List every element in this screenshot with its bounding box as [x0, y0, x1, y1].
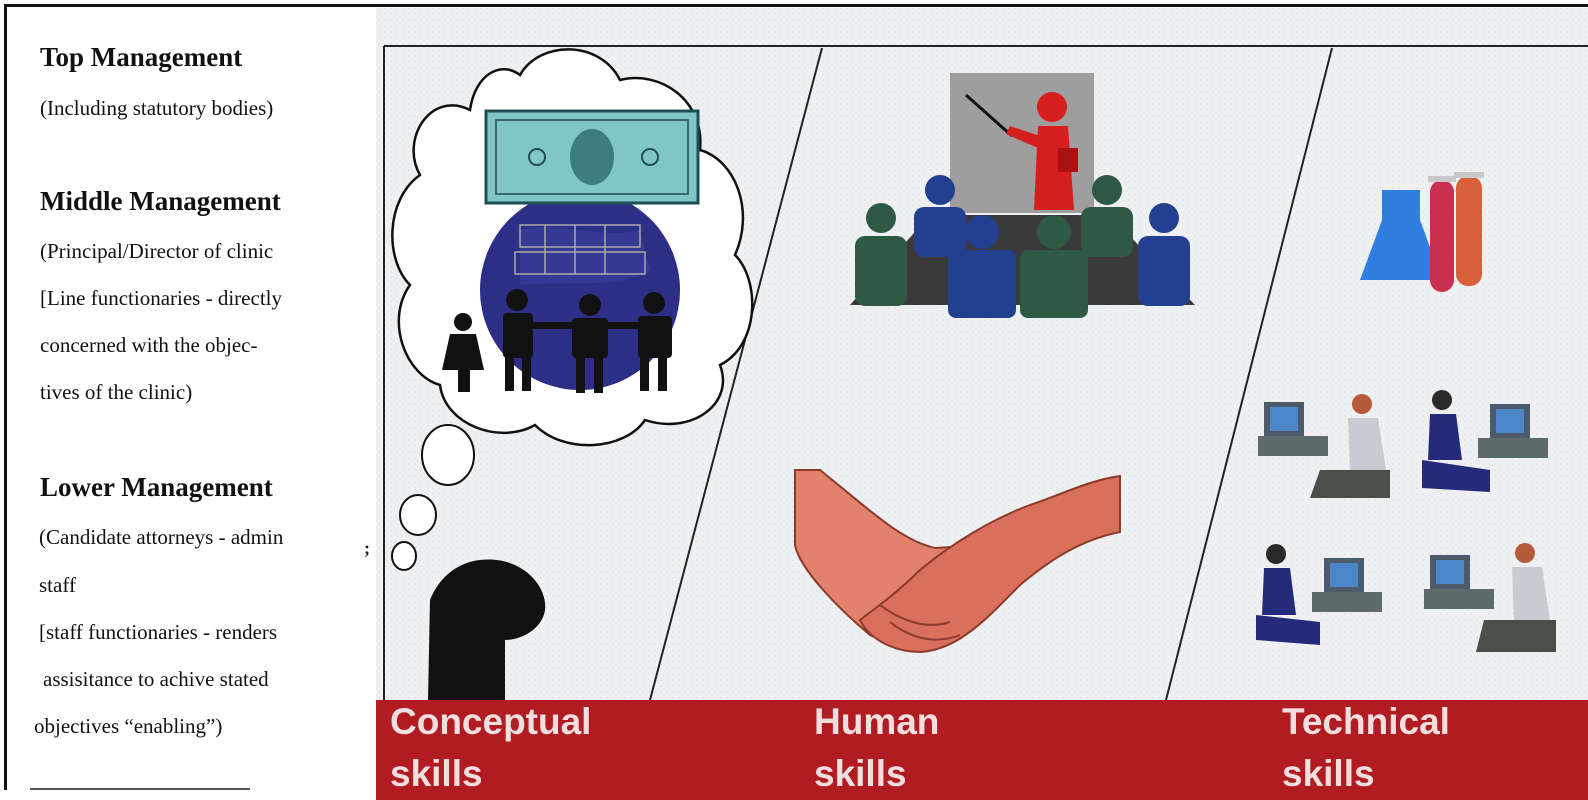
- meeting-icon: [850, 175, 1195, 318]
- middle-management-line-2: [Line functionaries - directly: [40, 286, 282, 310]
- technical-label-1: Technical: [1282, 701, 1450, 742]
- middle-management-title: Middle Management: [40, 186, 281, 216]
- conceptual-label-1: Conceptual: [390, 701, 591, 742]
- technical-label-2: skills: [1282, 753, 1375, 794]
- lower-management-line-1: (Candidate attorneys - admin: [39, 525, 284, 549]
- top-management-desc: (Including statutory bodies): [40, 96, 274, 120]
- stray-mark: ;: [364, 538, 370, 558]
- lower-management-line-3: [staff functionaries - renders: [39, 620, 278, 644]
- bottom-rule: [30, 788, 250, 790]
- computer-workers-icon: [1256, 390, 1556, 652]
- human-label-2: skills: [814, 753, 907, 794]
- lower-management-line-5: objectives “enabling”): [34, 714, 223, 738]
- presenter-icon: [950, 73, 1094, 213]
- middle-management-line-3: concerned with the objec-: [40, 333, 258, 357]
- management-levels-panel: Top Management (Including statutory bodi…: [12, 28, 364, 788]
- conceptual-label-2: skills: [390, 753, 483, 794]
- top-management-title: Top Management: [40, 42, 243, 72]
- lower-management-line-4: assisitance to achive stated: [43, 667, 269, 691]
- human-label-1: Human: [814, 701, 939, 742]
- lab-flask-icon: [1360, 172, 1484, 292]
- family-icon: [442, 289, 672, 393]
- skills-banner: [376, 700, 1588, 800]
- divider-1: [649, 47, 823, 701]
- divider-2: [1165, 47, 1333, 701]
- lower-management-line-2: staff: [39, 573, 76, 597]
- thinker-icon: [428, 559, 546, 700]
- lower-management-title: Lower Management: [40, 472, 273, 502]
- middle-management-line-1: (Principal/Director of clinic: [40, 239, 274, 263]
- handshake-icon: [794, 469, 1121, 654]
- outer-frame: [4, 4, 1588, 790]
- middle-management-line-4: tives of the clinic): [40, 380, 193, 404]
- money-icon: [484, 109, 700, 205]
